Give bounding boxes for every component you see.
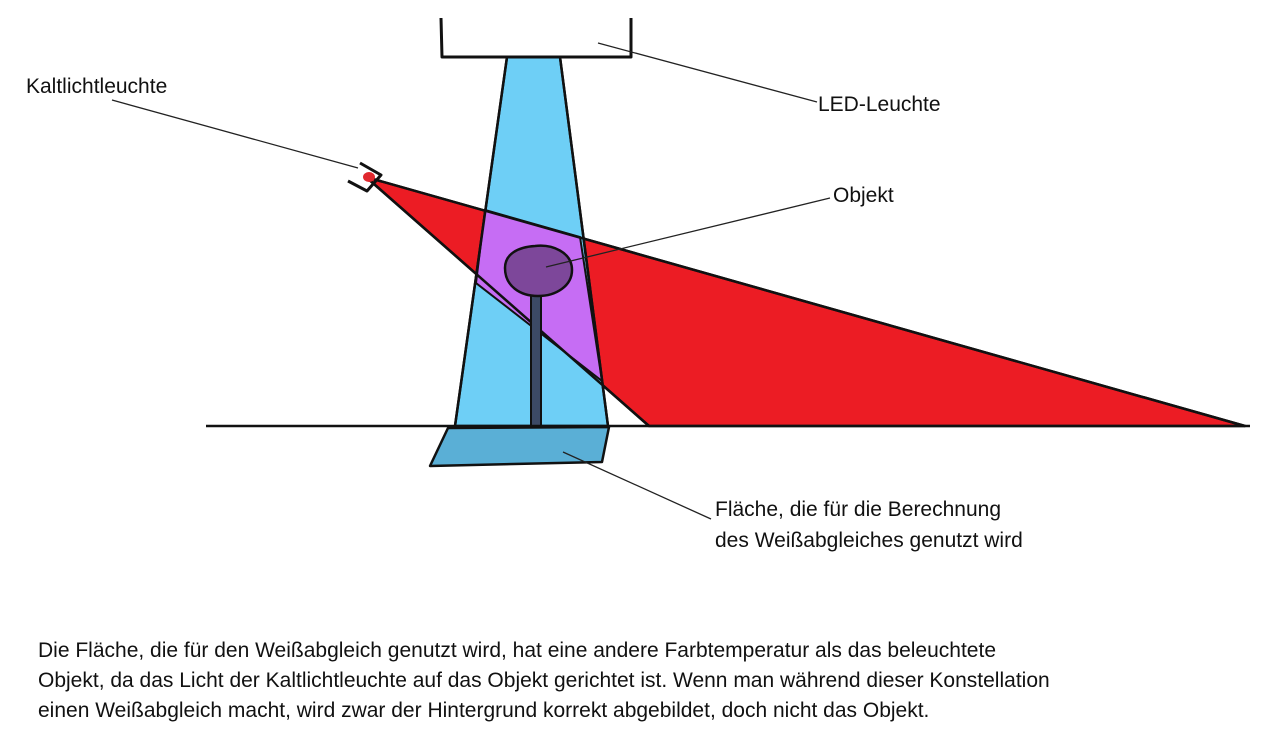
cold-light-lamp — [347, 161, 383, 193]
object — [503, 244, 574, 427]
object-stem — [530, 287, 542, 427]
caption-line1: Die Fläche, die für den Weißabgleich gen… — [38, 639, 996, 662]
caption-text: Die Fläche, die für den Weißabgleich gen… — [38, 636, 1258, 726]
lamp-light-spot — [363, 172, 375, 182]
label-objekt: Objekt — [833, 184, 894, 207]
leader-led-leuchte — [597, 42, 818, 103]
label-flaeche: Fläche, die für die Berechnung des Weißa… — [715, 494, 1023, 556]
led-lamp — [439, 17, 633, 59]
caption-line2: Objekt, da das Licht der Kaltlichtleucht… — [38, 669, 1050, 692]
label-flaeche-line1: Fläche, die für die Berechnung — [715, 498, 1002, 521]
object-head — [503, 244, 574, 298]
leader-objekt — [545, 197, 831, 268]
white-balance-area — [428, 425, 611, 468]
label-kaltlichtleuchte: Kaltlichtleuchte — [26, 75, 168, 98]
leader-flaeche — [562, 451, 712, 520]
label-led-leuchte: LED-Leuchte — [818, 93, 941, 116]
label-flaeche-line2: des Weißabgleiches genutzt wird — [715, 529, 1023, 552]
leader-kaltlichtleuchte — [111, 99, 359, 169]
caption-line3: einen Weißabgleich macht, wird zwar der … — [38, 699, 930, 722]
